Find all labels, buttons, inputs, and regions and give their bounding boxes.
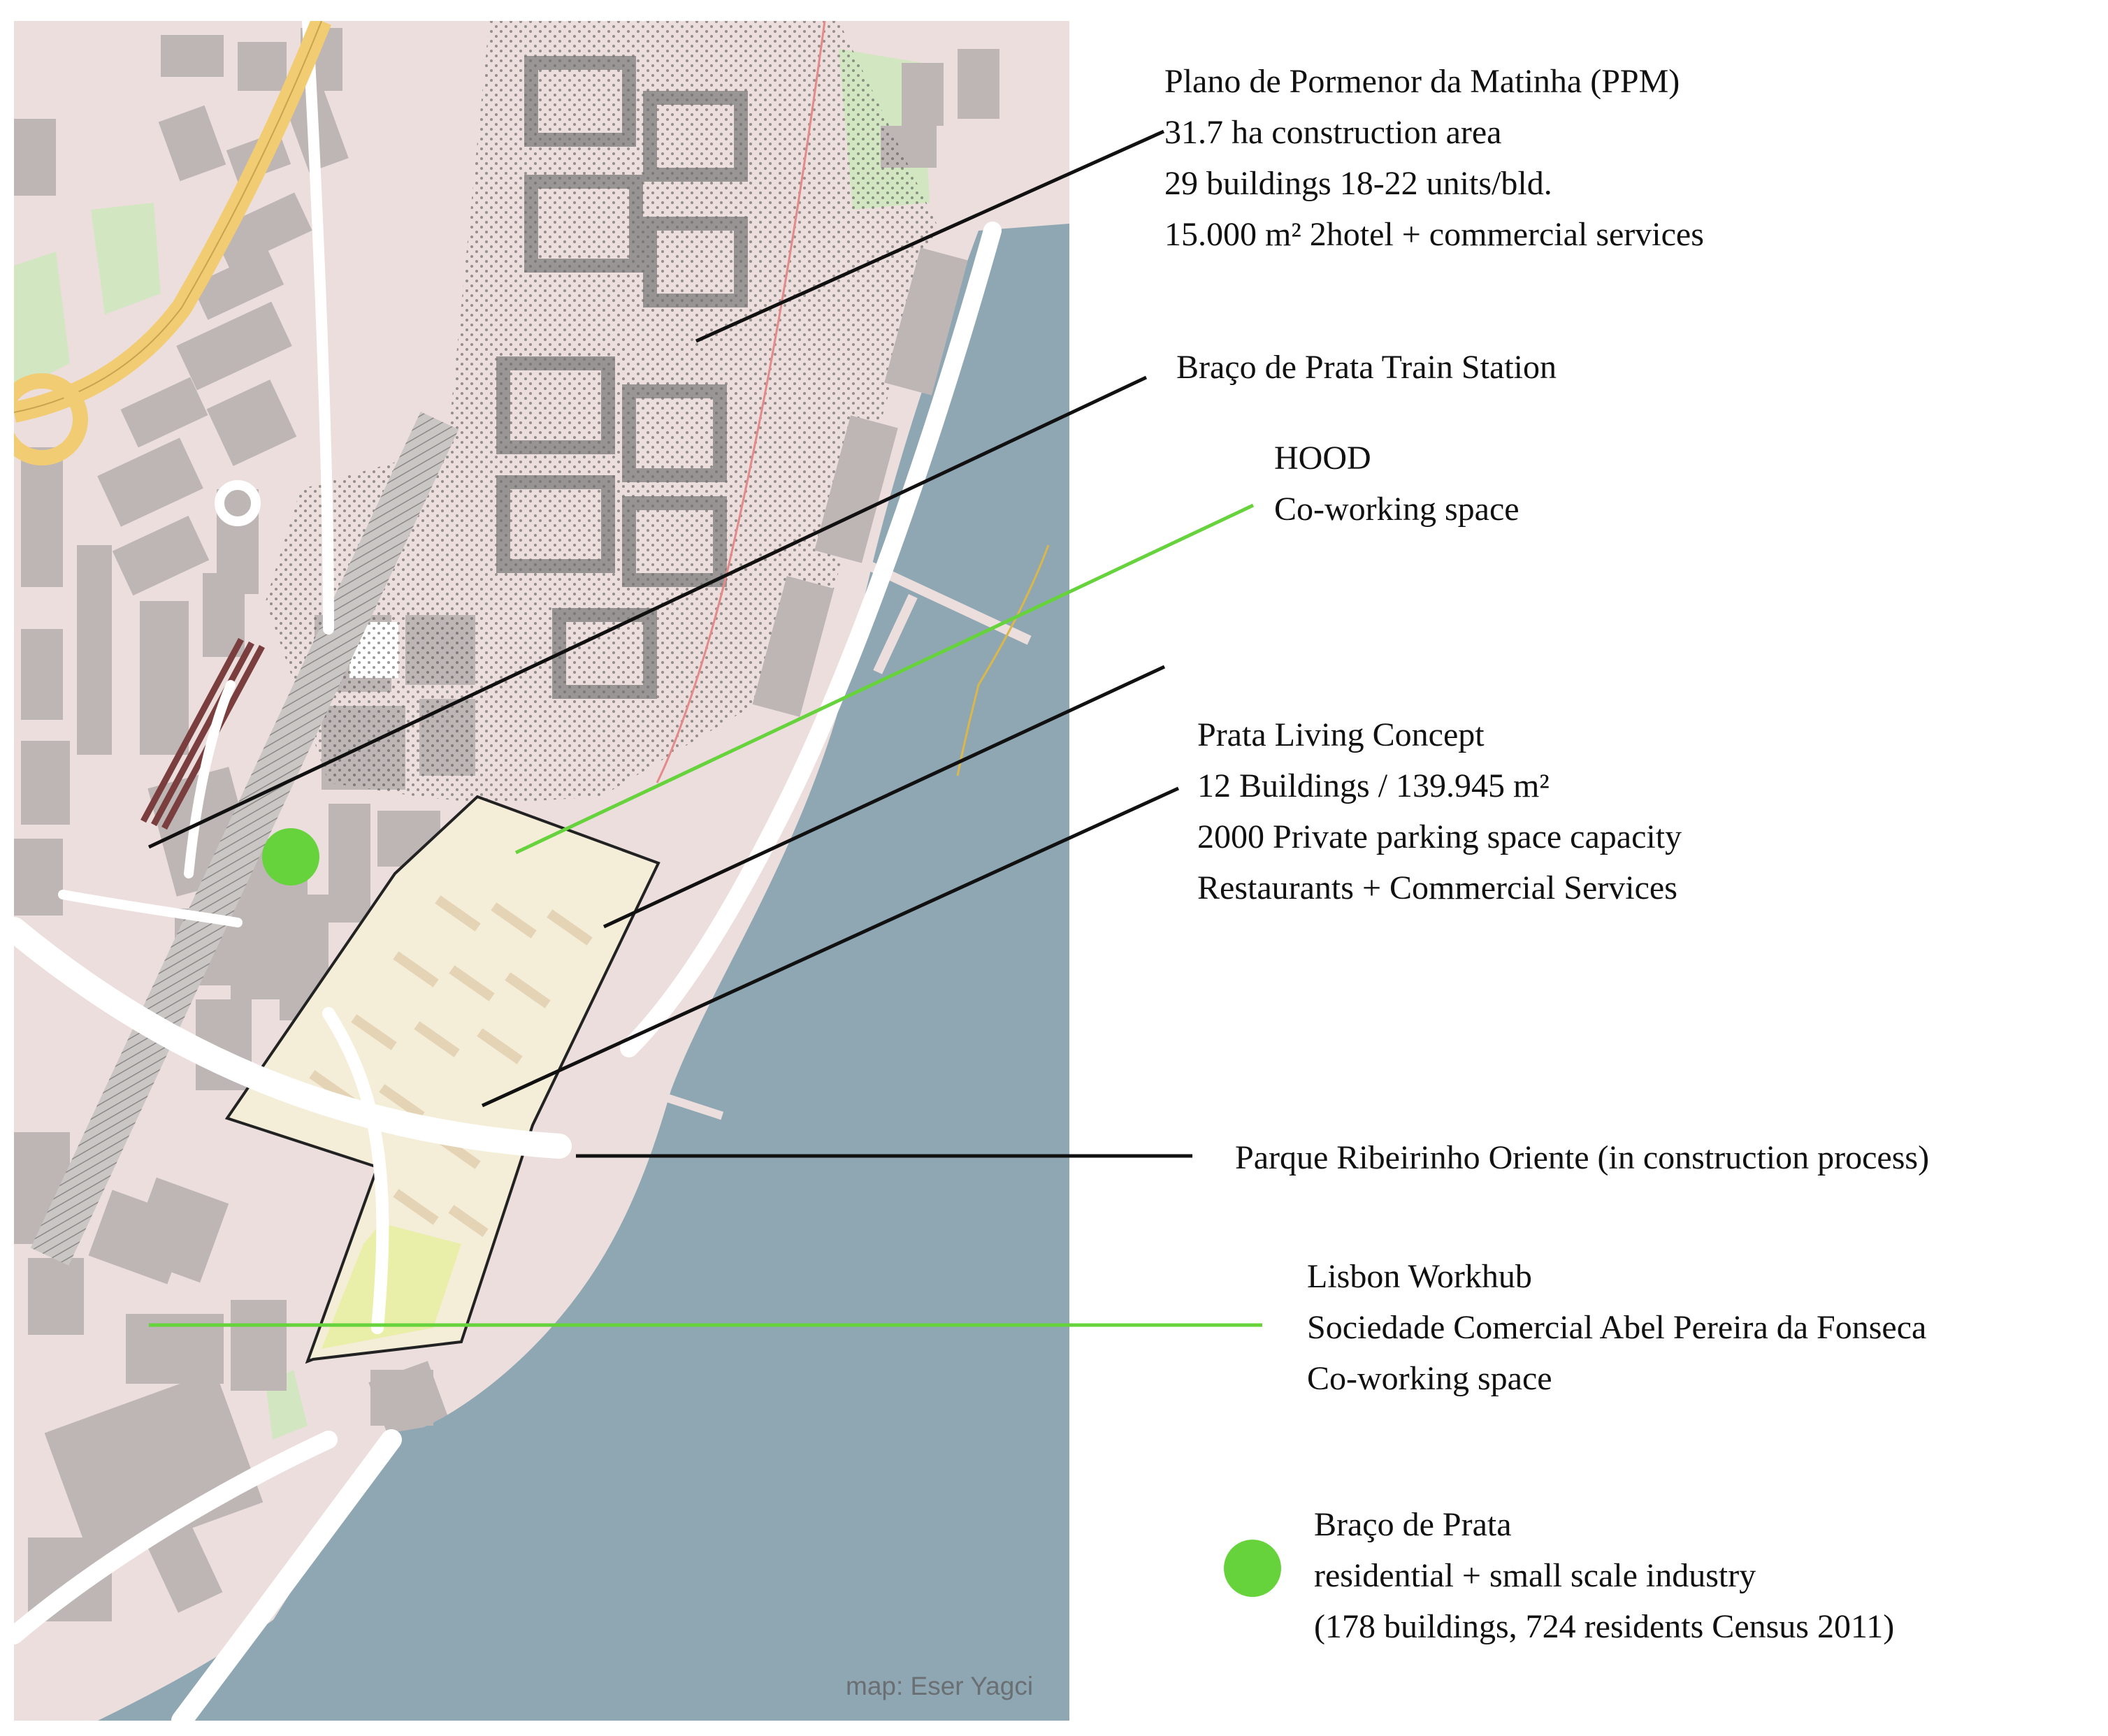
red-street-line <box>656 21 826 783</box>
avenida-edge <box>14 21 322 413</box>
ppm-block-outlines <box>496 56 748 699</box>
prata-services-text: Restaurants + Commercial Services <box>1197 869 1677 906</box>
prata-annotation: Prata Living Concept 12 Buildings / 139.… <box>1197 709 1682 913</box>
prata-buildings-text: 12 Buildings / 139.945 m² <box>1197 767 1550 804</box>
parque-annotation: Parque Ribeirinho Oriente (in constructi… <box>1235 1132 1929 1183</box>
prata-living-area <box>224 795 660 1364</box>
hood-desc: Co-working space <box>1274 491 1519 528</box>
workhub-company: Sociedade Comercial Abel Pereira da Fons… <box>1307 1309 1927 1346</box>
yellow-path <box>956 544 1050 776</box>
ppm-annotation: Plano de Pormenor da Matinha (PPM) 31.7 … <box>1164 56 1704 260</box>
workhub-title: Lisbon Workhub <box>1307 1258 1532 1295</box>
legend-green-dot <box>1224 1540 1281 1597</box>
hood-title: HOOD <box>1274 440 1371 477</box>
tagus-river <box>98 224 1069 1721</box>
station-pointer <box>147 375 1148 849</box>
legend-census: (178 buildings, 724 residents Census 201… <box>1314 1608 1895 1645</box>
prata-living-buildings <box>309 895 593 1237</box>
pointer-lines <box>147 129 1262 1327</box>
ppm-pointer <box>695 129 1165 343</box>
legend-annotation: Braço de Prata residential + small scale… <box>1314 1499 1894 1652</box>
ppm-services-text: 15.000 m² 2hotel + commercial services <box>1164 216 1704 253</box>
roads <box>14 21 1002 1721</box>
hood-pointer <box>514 503 1255 855</box>
ppm-area-text: 31.7 ha construction area <box>1164 114 1502 151</box>
hood-annotation: HOOD Co-working space <box>1274 433 1519 535</box>
prata-parking-text: 2000 Private parking space capacity <box>1197 818 1682 855</box>
legend-title: Braço de Prata <box>1314 1506 1512 1543</box>
workhub-annotation: Lisbon Workhub Sociedade Comercial Abel … <box>1307 1251 1926 1404</box>
harbor-basin <box>210 1426 433 1721</box>
workhub-desc: Co-working space <box>1307 1360 1552 1397</box>
legend-desc: residential + small scale industry <box>1314 1557 1756 1594</box>
railway <box>30 412 459 1266</box>
station-title: Braço de Prata Train Station <box>1176 349 1557 386</box>
map-credit: map: Eser Yagci <box>846 1672 1034 1700</box>
base-map <box>14 21 1069 1721</box>
station-annotation: Braço de Prata Train Station <box>1176 342 1557 393</box>
prata-pointer-b <box>481 786 1180 1108</box>
ppm-title: Plano de Pormenor da Matinha (PPM) <box>1164 63 1680 100</box>
prata-title: Prata Living Concept <box>1197 716 1485 753</box>
parque-title: Parque Ribeirinho Oriente (in constructi… <box>1235 1139 1930 1176</box>
piers <box>654 559 1032 1120</box>
riverside-buildings <box>370 247 968 1426</box>
ppm-buildings-text: 29 buildings 18-22 units/bld. <box>1164 165 1552 202</box>
roundabout-small <box>215 480 261 526</box>
braco-de-prata-residential-dot <box>262 828 319 885</box>
prata-pointer-a <box>602 665 1166 929</box>
prata-park <box>322 1223 461 1349</box>
roundabout-large <box>14 373 88 465</box>
